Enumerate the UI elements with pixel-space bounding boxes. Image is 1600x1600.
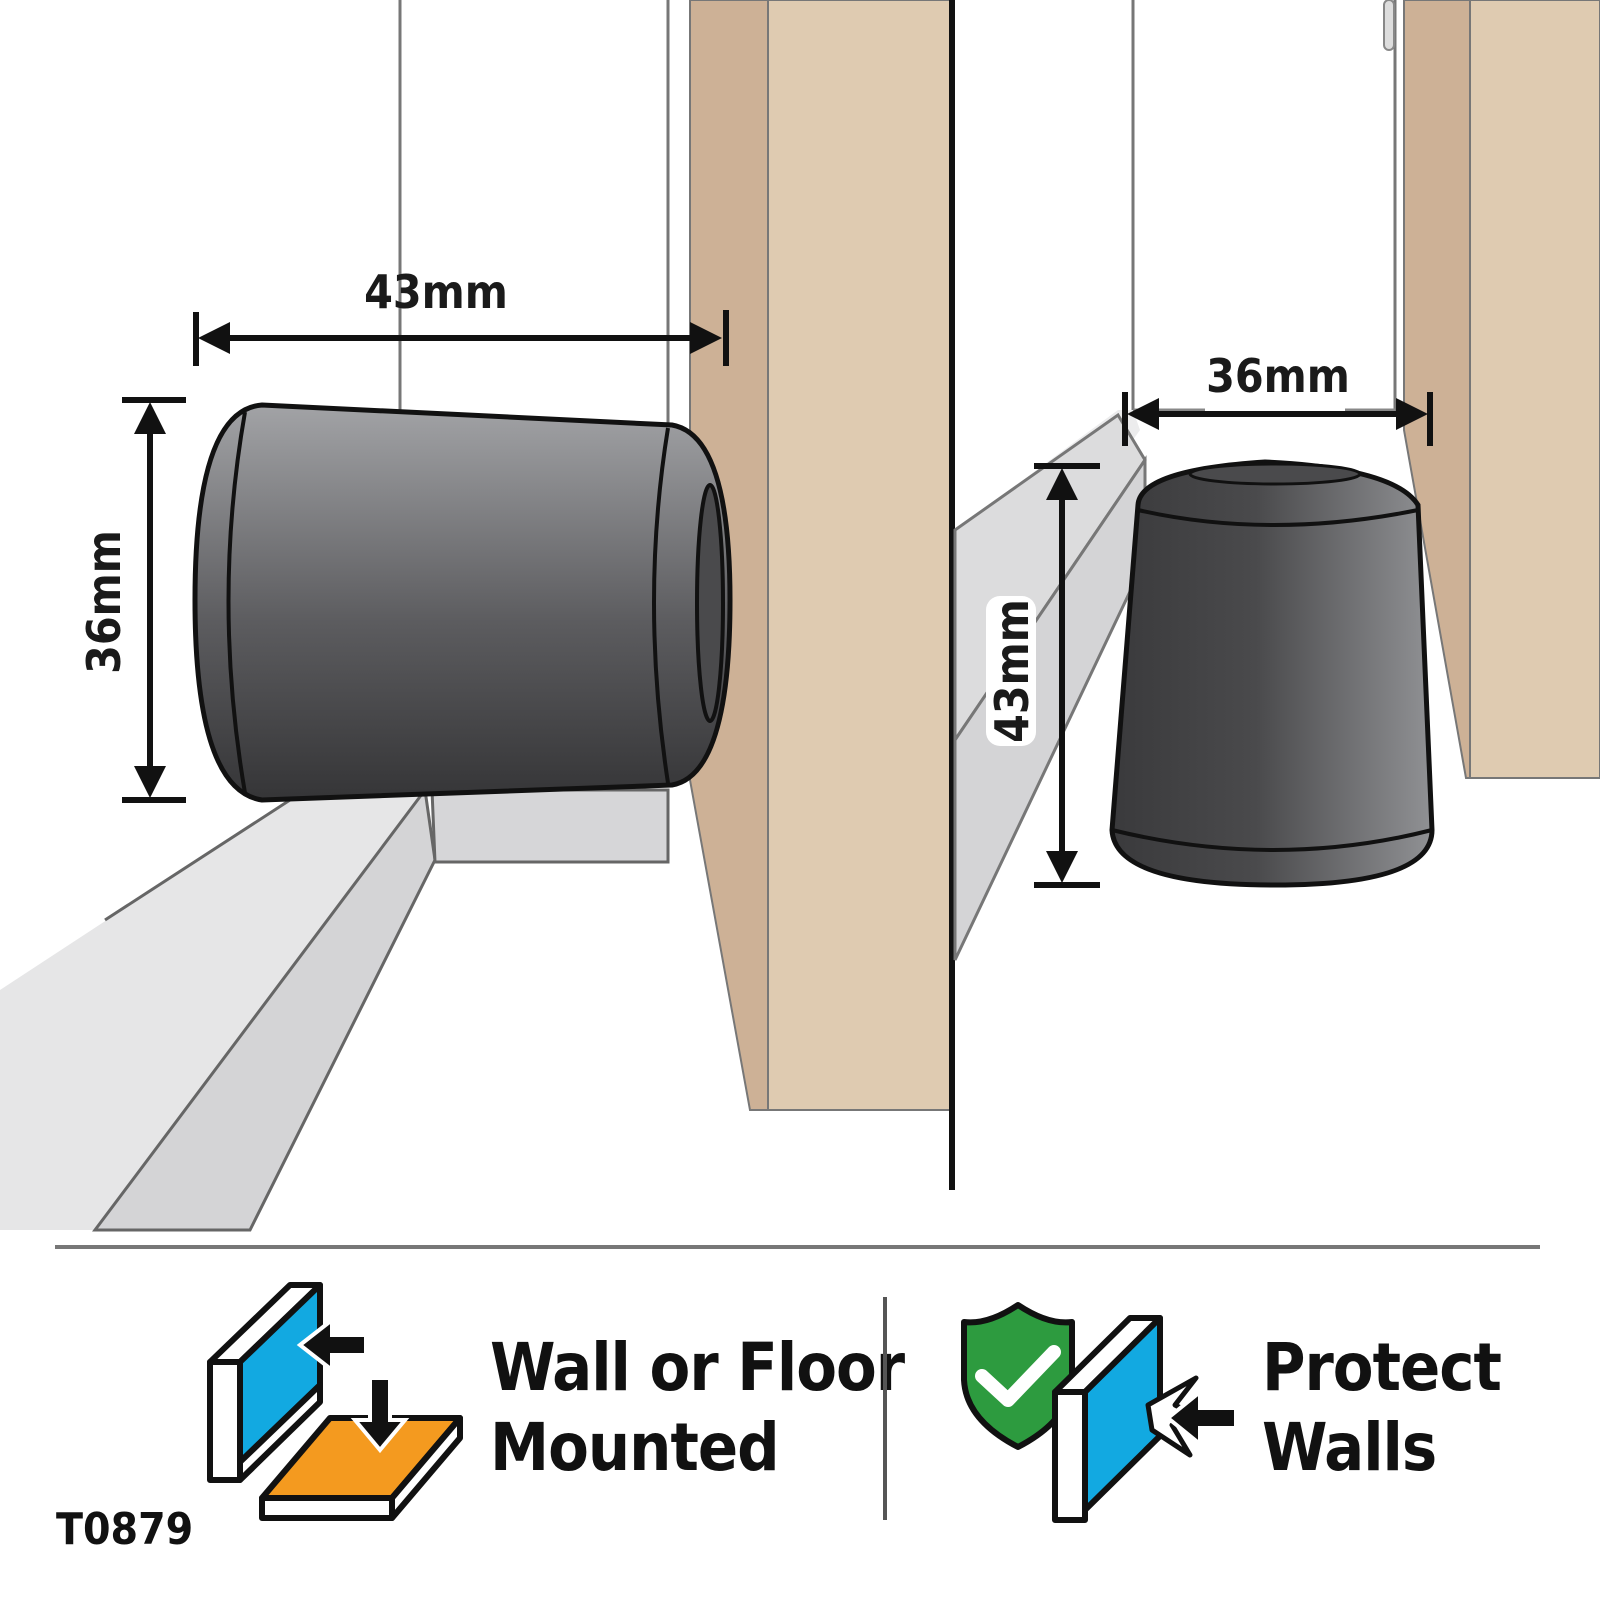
wall-door-stop [192, 402, 733, 803]
floor-height-label: 43mm [985, 599, 1039, 743]
door-frame-right [1403, 0, 1600, 779]
protect-walls-shield-icon [961, 1302, 1075, 1450]
wall-width-label: 43mm [364, 265, 508, 319]
skirting-board [0, 786, 670, 1232]
feature-protect-line2: Walls [1262, 1409, 1436, 1486]
height-dimension-floor: 43mm [985, 463, 1100, 888]
protect-walls-panel-icon [1052, 1315, 1238, 1523]
width-dimension-wall: 43mm [193, 265, 729, 366]
feature-wall-floor-line1: Wall or Floor [490, 1329, 906, 1406]
floor-width-label: 36mm [1206, 349, 1350, 403]
floor-door-stop [1109, 459, 1435, 888]
height-dimension-wall: 36mm [77, 397, 186, 803]
product-code: T0879 [56, 1504, 193, 1555]
wall-floor-mount-icon [207, 1282, 463, 1521]
feature-wall-floor-line2: Mounted [490, 1409, 779, 1486]
feature-protect-line1: Protect [1262, 1329, 1501, 1406]
floor-mount-scene: 36mm 43mm [953, 0, 1600, 961]
wall-height-label: 36mm [77, 530, 131, 674]
wall-mount-scene: 43mm 36mm [0, 0, 952, 1232]
width-dimension-floor: 36mm [1122, 349, 1433, 446]
